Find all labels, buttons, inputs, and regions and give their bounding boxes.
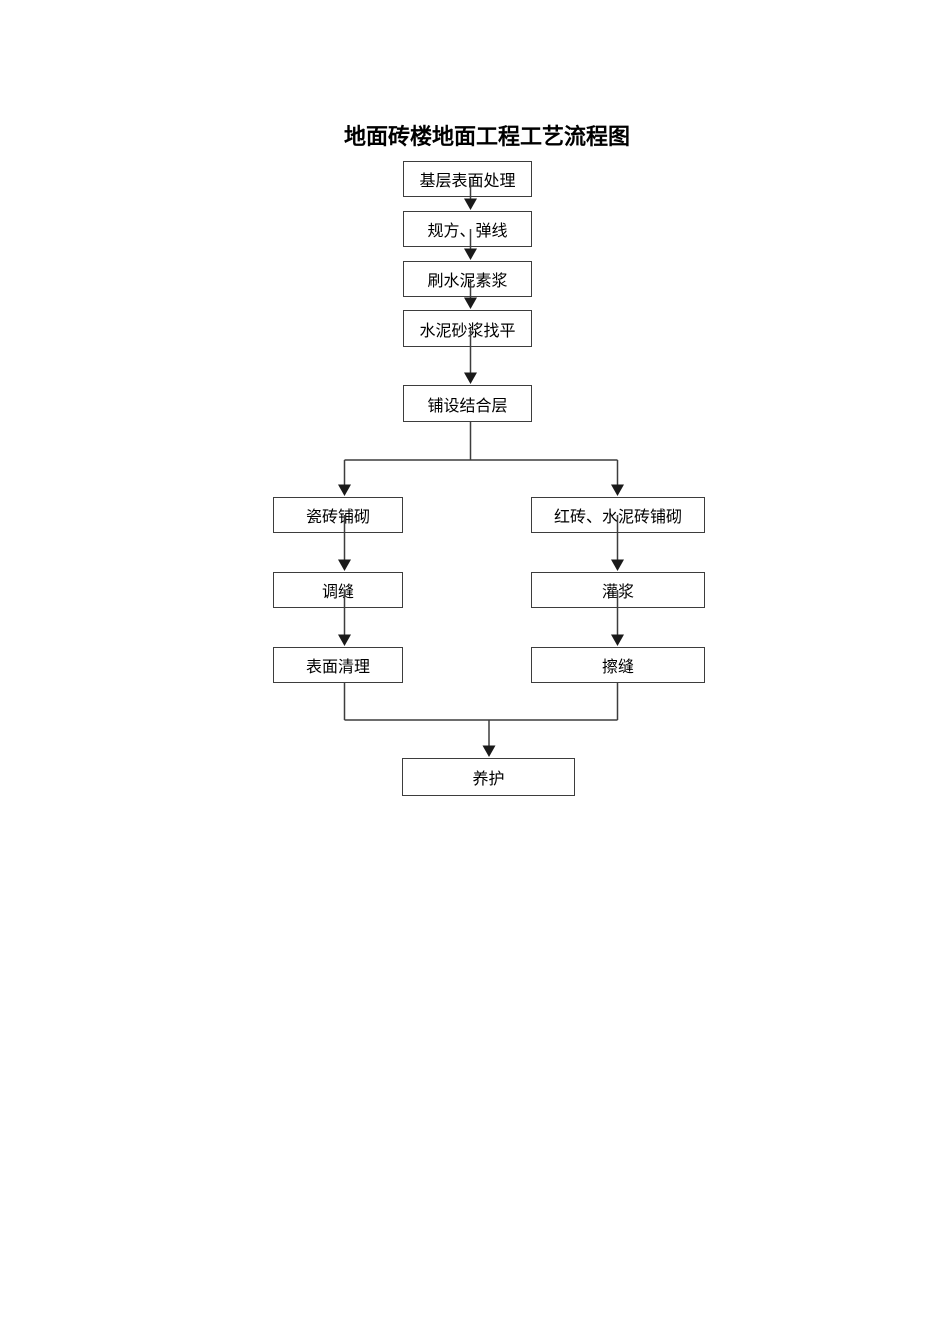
flow-node-curing: 养护 [402, 758, 575, 796]
flow-node-red-brick-cement-brick-paving: 红砖、水泥砖铺砌 [531, 497, 705, 533]
flow-node-surface-cleaning: 表面清理 [273, 647, 403, 683]
flow-node-brush-cement-slurry: 刷水泥素浆 [403, 261, 532, 297]
connector-merge [343, 683, 619, 757]
flow-node-cement-mortar-leveling: 水泥砂浆找平 [403, 310, 532, 347]
arrow-down-icon [464, 297, 477, 309]
page-title: 地面砖楼地面工程工艺流程图 [344, 124, 631, 149]
flow-node-squaring-snapping-lines: 规方、弹线 [403, 211, 532, 247]
flow-node-grouting: 灌浆 [531, 572, 705, 608]
flow-node-joint-wiping: 擦缝 [531, 647, 705, 683]
connector-split [338, 422, 624, 496]
arrow-down-icon [611, 559, 624, 571]
arrow-down-icon [338, 484, 351, 496]
arrow-down-icon [482, 745, 496, 757]
arrow-down-icon [338, 634, 351, 646]
arrow-down-icon [611, 484, 624, 496]
flow-node-base-surface-treatment: 基层表面处理 [403, 161, 532, 197]
flow-node-ceramic-tile-paving: 瓷砖铺砌 [273, 497, 403, 533]
arrow-down-icon [611, 634, 624, 646]
arrow-down-icon [338, 559, 351, 571]
arrow-down-icon [464, 248, 477, 260]
arrow-down-icon [464, 198, 477, 210]
flow-node-joint-adjusting: 调缝 [273, 572, 403, 608]
arrow-down-icon [464, 372, 477, 384]
flow-node-lay-bonding-layer: 铺设结合层 [403, 385, 532, 422]
